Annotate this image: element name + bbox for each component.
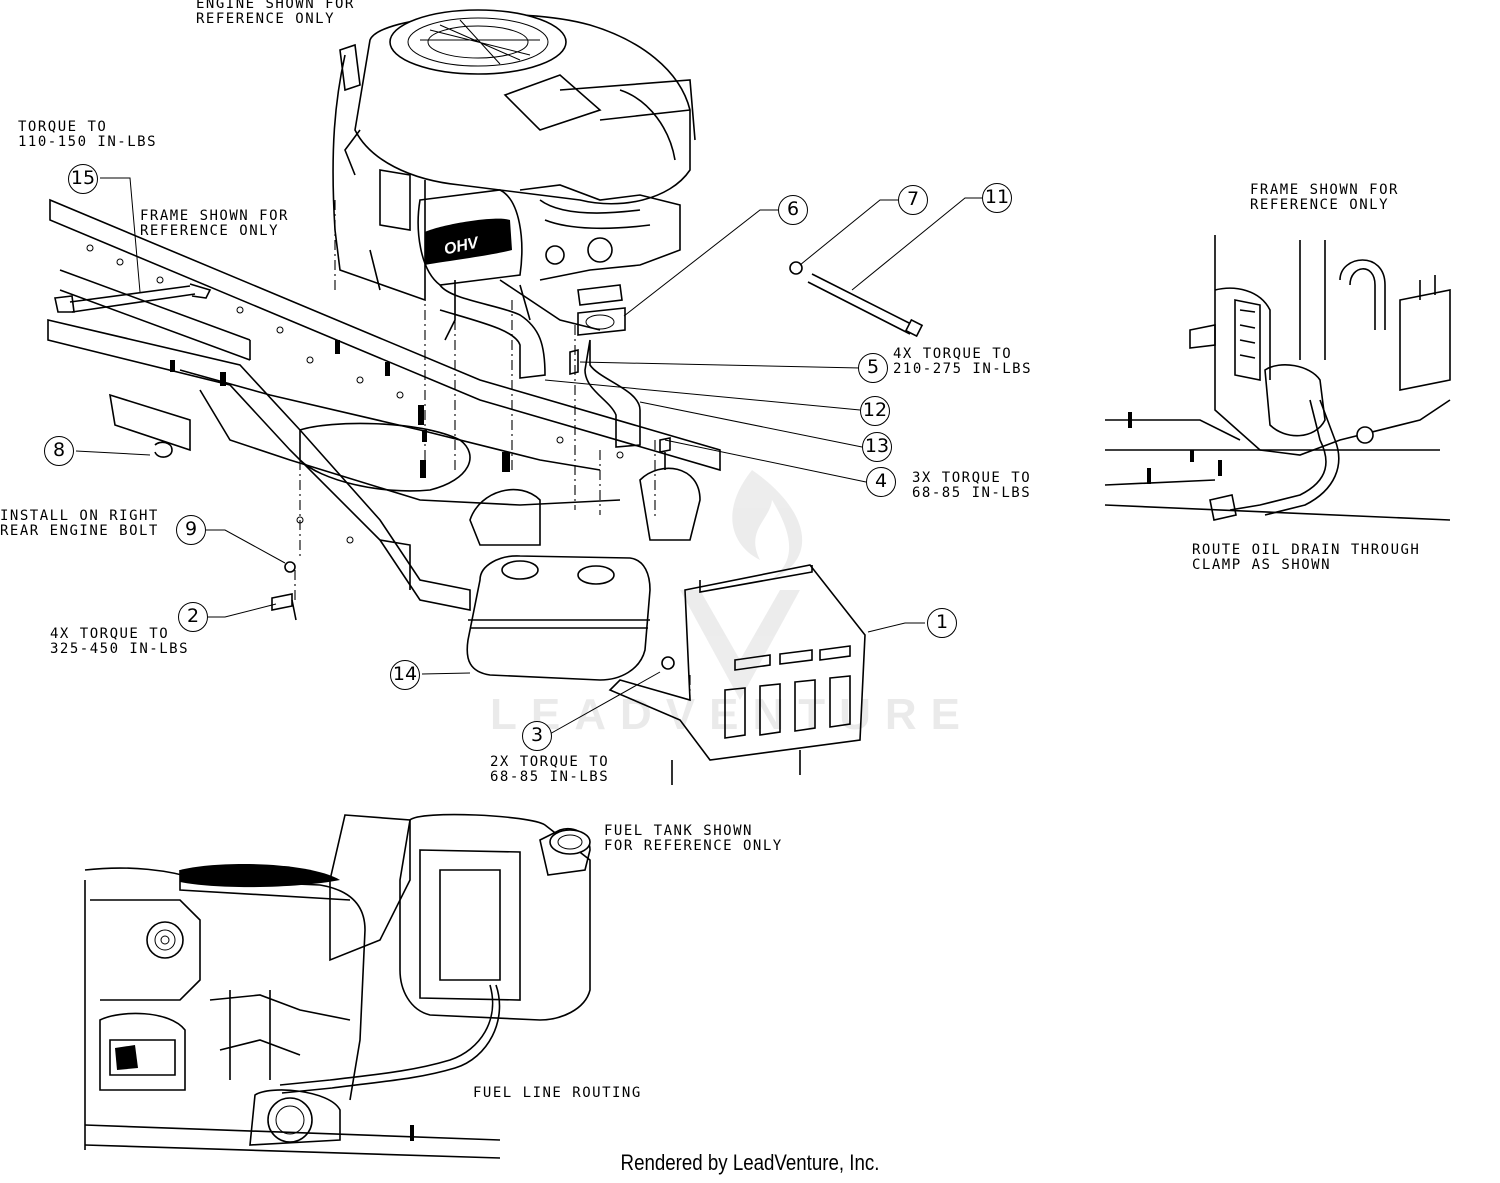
fuel-line-routing-note: FUEL LINE ROUTING	[473, 1085, 642, 1101]
alignment-lines	[294, 200, 691, 700]
long-bolt	[789, 261, 924, 338]
frame-reference-note-inset: FRAME SHOWN FOR REFERENCE ONLY	[1250, 182, 1399, 213]
footer-credit: Rendered by LeadVenture, Inc.	[620, 1150, 880, 1175]
muffler	[466, 467, 701, 681]
exhaust-pipes	[439, 284, 641, 448]
fuel-tank-reference-note: FUEL TANK SHOWN FOR REFERENCE ONLY	[604, 823, 783, 854]
watermark-text: LEADVENTURE	[490, 690, 975, 739]
torque-note-3: 2X TORQUE TO 68-85 IN-LBS	[490, 754, 610, 785]
frame-reference-note: FRAME SHOWN FOR REFERENCE ONLY	[140, 208, 289, 239]
callout-11[interactable]: 11	[982, 183, 1012, 213]
callout-4[interactable]: 4	[866, 467, 896, 497]
callout-12[interactable]: 12	[860, 396, 890, 426]
engine-illustration	[332, 9, 696, 341]
callout-6[interactable]: 6	[778, 195, 808, 225]
callout-7[interactable]: 7	[898, 185, 928, 215]
hardware	[271, 437, 675, 670]
callout-14[interactable]: 14	[390, 660, 420, 690]
callout-15[interactable]: 15	[68, 164, 98, 194]
callout-8[interactable]: 8	[44, 436, 74, 466]
torque-note-5: 4X TORQUE TO 210-275 IN-LBS	[893, 346, 1033, 377]
fuel-line-inset	[84, 813, 591, 1159]
callout-9[interactable]: 9	[176, 515, 206, 545]
torque-note-2: 4X TORQUE TO 325-450 IN-LBS	[50, 626, 190, 657]
oil-drain-note: ROUTE OIL DRAIN THROUGH CLAMP AS SHOWN	[1192, 542, 1421, 573]
callout-13[interactable]: 13	[862, 432, 892, 462]
callout-3[interactable]: 3	[522, 721, 552, 751]
engine-reference-note: ENGINE SHOWN FOR REFERENCE ONLY	[196, 0, 355, 27]
torque-note-4: 3X TORQUE TO 68-85 IN-LBS	[912, 470, 1032, 501]
watermark-flame-icon	[680, 470, 803, 700]
oil-drain-inset	[1104, 235, 1451, 521]
frame-illustration	[47, 198, 721, 611]
oil-drain-hose	[54, 283, 212, 313]
torque-note-15: TORQUE TO 110-150 IN-LBS	[18, 119, 158, 150]
leader-lines	[75, 177, 982, 736]
heat-shield	[608, 564, 866, 785]
callout-1[interactable]: 1	[927, 608, 957, 638]
callout-5[interactable]: 5	[858, 353, 888, 383]
install-note-9: INSTALL ON RIGHT REAR ENGINE BOLT	[0, 508, 159, 539]
callout-2[interactable]: 2	[178, 602, 208, 632]
